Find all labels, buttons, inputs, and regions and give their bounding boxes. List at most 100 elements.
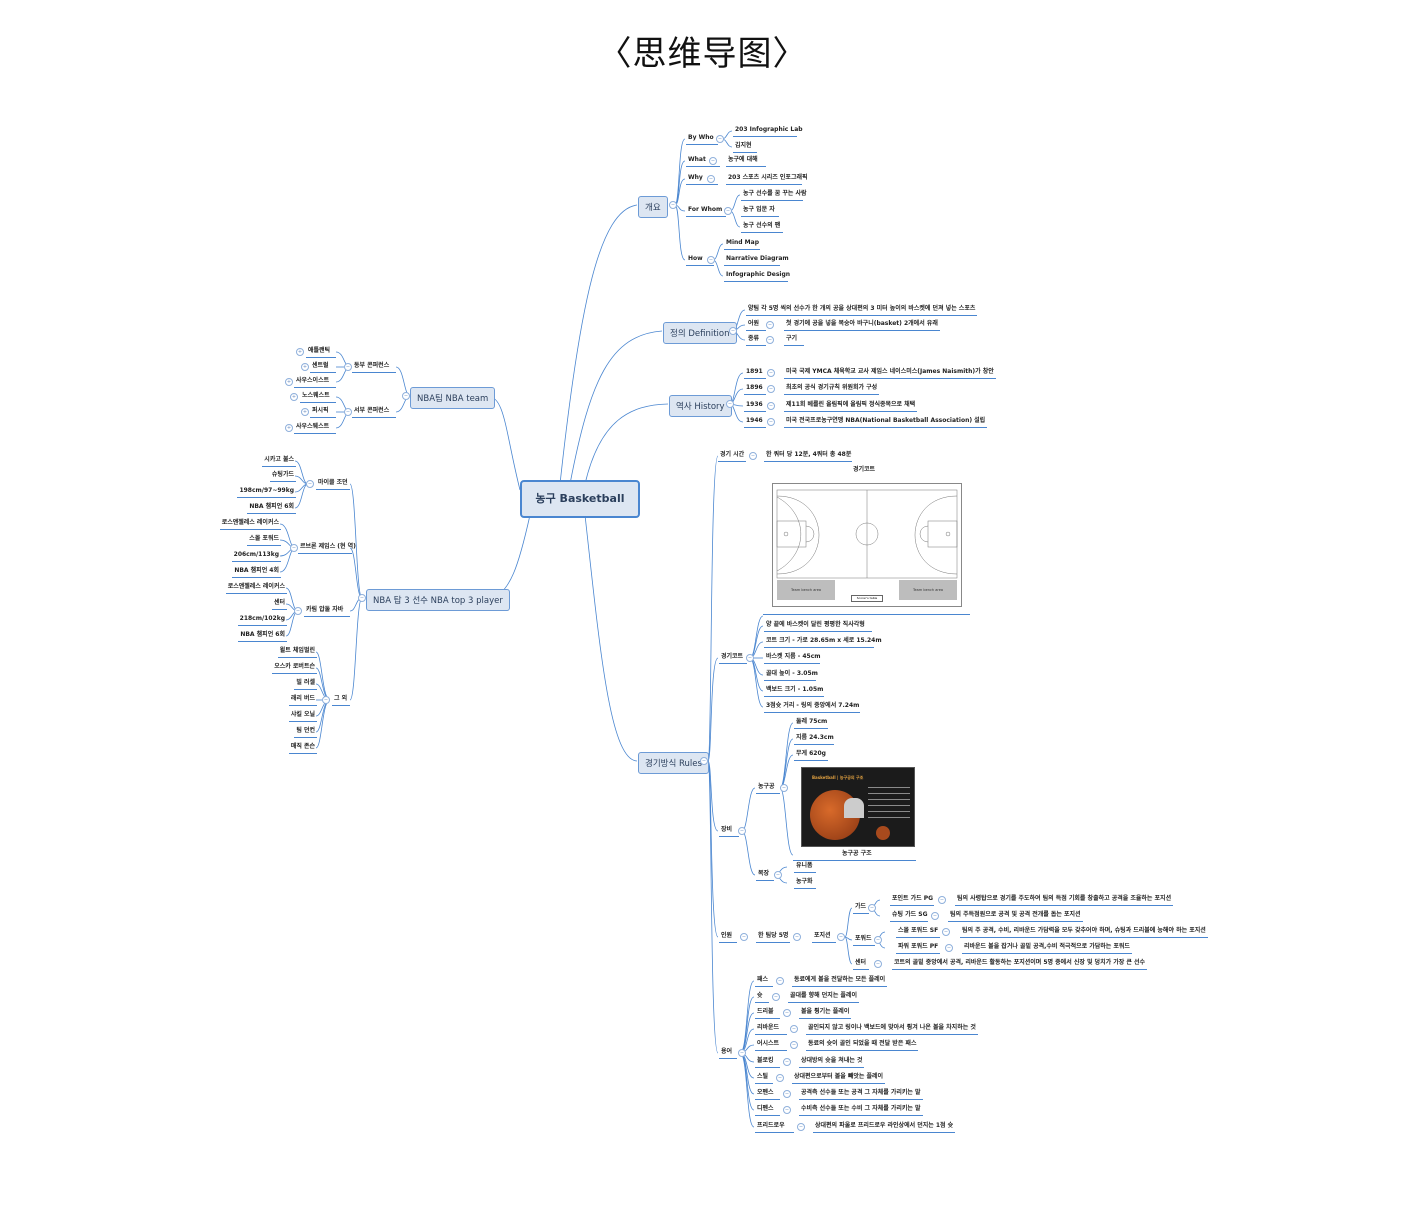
- leaf[interactable]: 골대 높이 - 3.05m: [764, 670, 818, 681]
- collapse-toggle-icon[interactable]: −: [726, 400, 734, 408]
- leaf[interactable]: 한 쿼터 당 12분, 4쿼터 총 48분: [764, 451, 852, 462]
- collapse-toggle-icon[interactable]: −: [716, 135, 724, 143]
- collapse-toggle-icon[interactable]: −: [766, 336, 774, 344]
- node-game-time[interactable]: 경기 시간: [718, 451, 746, 462]
- node-positions[interactable]: 포지션: [812, 932, 836, 943]
- leaf[interactable]: 둘레 75cm: [794, 718, 828, 729]
- role-desc[interactable]: 코트의 골밑 중앙에서 공격, 리바운드 활동하는 포지션이며 5명 중에서 신…: [892, 959, 1147, 970]
- player-name[interactable]: 마이클 조던: [316, 479, 350, 490]
- collapse-toggle-icon[interactable]: −: [772, 993, 780, 1001]
- other-player[interactable]: 오스카 로버트슨: [272, 663, 317, 674]
- term-definition[interactable]: 상대편으로부터 볼을 빼앗는 플레이: [792, 1073, 886, 1084]
- collapse-toggle-icon[interactable]: −: [700, 757, 708, 765]
- other-player[interactable]: 샤킬 오닐: [288, 711, 317, 722]
- leaf[interactable]: 김지현: [733, 142, 757, 153]
- topic-rules[interactable]: 경기방식 Rules: [638, 752, 709, 774]
- term-definition[interactable]: 골인되지 않고 링이나 백보드에 맞아서 튕겨 나온 볼을 차지하는 것: [806, 1024, 978, 1035]
- collapse-toggle-icon[interactable]: −: [306, 480, 314, 488]
- player-name[interactable]: 카림 압둘 자바: [304, 606, 350, 617]
- collapse-toggle-icon[interactable]: −: [766, 321, 774, 329]
- topic-history[interactable]: 역사 History: [669, 395, 732, 417]
- term-label[interactable]: 블로킹: [755, 1057, 780, 1068]
- collapse-toggle-icon[interactable]: −: [783, 1090, 791, 1098]
- history-event[interactable]: 제11회 베를린 올림픽에 올림픽 정식종목으로 채택: [784, 401, 918, 412]
- node-for-whom[interactable]: For Whom: [686, 206, 726, 217]
- collapse-toggle-icon[interactable]: −: [868, 904, 876, 912]
- leaf[interactable]: 무게 620g: [794, 750, 828, 761]
- term-definition[interactable]: 상대방의 슛을 쳐내는 것: [799, 1057, 865, 1068]
- expand-toggle-icon[interactable]: +: [285, 424, 293, 432]
- term-label[interactable]: 디펜스: [755, 1105, 780, 1116]
- player-detail[interactable]: 로스앤젤레스 레이커스: [225, 583, 287, 594]
- other-player[interactable]: 빌 러셀: [294, 679, 317, 690]
- node-ball[interactable]: 농구공: [756, 783, 780, 794]
- collapse-toggle-icon[interactable]: −: [290, 544, 298, 552]
- collapse-toggle-icon[interactable]: −: [793, 933, 801, 941]
- court-diagram-image[interactable]: Team bench area Team bench area Scorer's…: [772, 483, 962, 607]
- role-desc[interactable]: 리바운드 볼을 잡거나 골밑 공격,수비 적극적으로 가담하는 포워드: [962, 943, 1132, 954]
- term-label[interactable]: 어시스트: [755, 1040, 787, 1051]
- collapse-toggle-icon[interactable]: −: [837, 933, 845, 941]
- role-desc[interactable]: 팀의 주 공격, 수비, 리바운드 가담력을 모두 갖추어야 하며, 슈팅과 드…: [960, 927, 1208, 938]
- ball-structure-image[interactable]: Basketball | 농구공의 구조: [801, 767, 915, 847]
- node-others[interactable]: 그 외: [332, 695, 350, 706]
- leaf[interactable]: 농구 선수의 팬: [741, 222, 783, 233]
- player-detail[interactable]: 스몰 포워드: [247, 535, 281, 546]
- collapse-toggle-icon[interactable]: −: [774, 871, 782, 879]
- collapse-toggle-icon[interactable]: −: [767, 402, 775, 410]
- node-players[interactable]: 인원: [719, 932, 737, 943]
- history-year[interactable]: 1891: [744, 368, 766, 379]
- term-definition[interactable]: 동료에게 볼을 전달하는 모든 플레이: [792, 976, 888, 987]
- leaf[interactable]: 코트 크기 - 가로 28.65m x 세로 15.24m: [764, 637, 882, 648]
- role-desc[interactable]: 팀의 사령탑으로 경기를 주도하여 팀의 득점 기회를 창출하고 공격을 조율하…: [955, 895, 1174, 906]
- node-east-conference[interactable]: 동부 콘퍼런스: [352, 362, 396, 373]
- collapse-toggle-icon[interactable]: −: [783, 1009, 791, 1017]
- collapse-toggle-icon[interactable]: −: [938, 896, 946, 904]
- collapse-toggle-icon[interactable]: −: [783, 1058, 791, 1066]
- leaf[interactable]: Infographic Design: [724, 271, 790, 282]
- node-origin[interactable]: 어원: [746, 320, 766, 331]
- leaf[interactable]: 바스켓 지름 - 45cm: [764, 653, 821, 664]
- node-terms[interactable]: 용어: [719, 1048, 737, 1059]
- expand-toggle-icon[interactable]: +: [290, 393, 298, 401]
- collapse-toggle-icon[interactable]: −: [344, 363, 352, 371]
- leaf[interactable]: 농구화: [794, 878, 816, 889]
- collapse-toggle-icon[interactable]: −: [767, 385, 775, 393]
- history-event[interactable]: 미국 국제 YMCA 체육학교 교사 제임스 네이스미스(James Naism…: [784, 368, 996, 379]
- leaf[interactable]: 3점슛 거리 - 링의 중앙에서 7.24m: [764, 702, 860, 713]
- leaf[interactable]: 노스웨스트: [300, 392, 336, 403]
- collapse-toggle-icon[interactable]: −: [402, 392, 410, 400]
- leaf[interactable]: 농구 입문 자: [741, 206, 779, 217]
- term-definition[interactable]: 공격측 선수들 또는 공격 그 자체를 가리키는 말: [799, 1089, 923, 1100]
- node-why[interactable]: Why: [686, 174, 718, 185]
- node-outfit[interactable]: 복장: [756, 870, 774, 881]
- collapse-toggle-icon[interactable]: −: [942, 928, 950, 936]
- leaf[interactable]: Narrative Diagram: [724, 255, 789, 266]
- term-definition[interactable]: 동료의 슛이 골인 되었을 때 전달 받은 패스: [806, 1040, 919, 1051]
- player-detail[interactable]: 센터: [271, 599, 287, 610]
- collapse-toggle-icon[interactable]: −: [767, 418, 775, 426]
- collapse-toggle-icon[interactable]: −: [780, 784, 788, 792]
- collapse-toggle-icon[interactable]: −: [790, 1025, 798, 1033]
- collapse-toggle-icon[interactable]: −: [344, 408, 352, 416]
- node-forward[interactable]: 포워드: [853, 935, 875, 946]
- player-detail[interactable]: 198cm/97~99kg: [237, 487, 296, 498]
- collapse-toggle-icon[interactable]: −: [874, 936, 882, 944]
- term-label[interactable]: 드리블: [755, 1008, 780, 1019]
- collapse-toggle-icon[interactable]: −: [294, 607, 302, 615]
- expand-toggle-icon[interactable]: +: [296, 348, 304, 356]
- leaf[interactable]: 애틀랜틱: [306, 347, 336, 358]
- player-detail[interactable]: 206cm/113kg: [231, 551, 281, 562]
- collapse-toggle-icon[interactable]: −: [322, 696, 330, 704]
- topic-definition[interactable]: 정의 Definition: [663, 322, 737, 344]
- other-player[interactable]: 래리 버드: [288, 695, 317, 706]
- collapse-toggle-icon[interactable]: −: [738, 827, 746, 835]
- node-west-conference[interactable]: 서부 콘퍼런스: [352, 407, 396, 418]
- leaf[interactable]: 지름 24.3cm: [794, 734, 834, 745]
- node-kind[interactable]: 종류: [746, 335, 766, 346]
- other-player[interactable]: 매직 존슨: [288, 743, 317, 754]
- node-equipment[interactable]: 장비: [719, 826, 739, 837]
- term-label[interactable]: 오펜스: [755, 1089, 780, 1100]
- collapse-toggle-icon[interactable]: −: [945, 944, 953, 952]
- collapse-toggle-icon[interactable]: −: [797, 1123, 805, 1131]
